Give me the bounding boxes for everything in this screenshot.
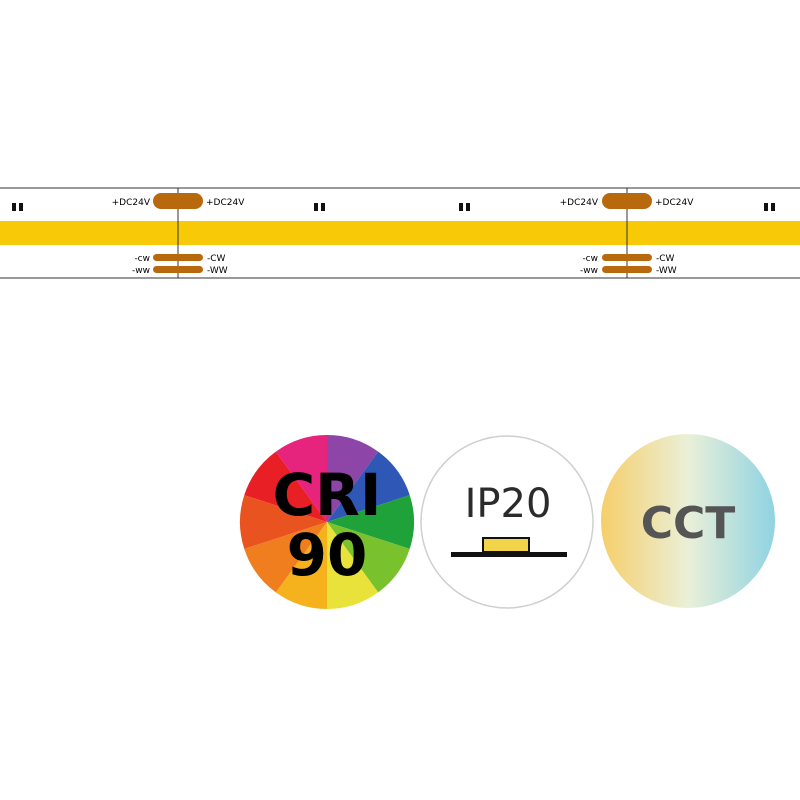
ww-label: -ww (132, 266, 150, 276)
cw-pad (602, 254, 652, 261)
rainbow-wedge (327, 522, 379, 609)
strip-base-icon (451, 552, 567, 557)
cct-label: CCT (641, 498, 736, 549)
ww-pad (602, 266, 652, 273)
cri-label: CRI (273, 461, 382, 529)
ww-pad (153, 266, 203, 273)
cri-badge: CRI 90 (240, 435, 414, 609)
cri-value: 90 (287, 521, 368, 589)
cob-led-band (0, 221, 800, 245)
cw-label: -cw (134, 254, 150, 264)
cw-label: -CW (656, 254, 675, 264)
power-pad (602, 193, 652, 209)
resistor-chip (12, 203, 23, 211)
resistor-chip (459, 203, 470, 211)
ww-label: -WW (207, 266, 228, 276)
ww-label: -WW (656, 266, 677, 276)
rainbow-wedge (327, 451, 410, 522)
power-pad (153, 193, 203, 209)
rainbow-wheel-icon (240, 435, 414, 609)
power-label: +DC24V (560, 198, 599, 208)
power-label: +DC24V (206, 198, 245, 208)
power-label: +DC24V (655, 198, 694, 208)
resistor-chip (314, 203, 325, 211)
rainbow-wedge (244, 522, 327, 593)
rainbow-wedge (327, 522, 410, 593)
ip-badge-circle (420, 435, 594, 609)
rainbow-wedge (240, 495, 327, 549)
ip-rating-badge: IP20 (420, 435, 594, 609)
led-chip-icon (482, 537, 530, 553)
ww-label: -ww (580, 266, 598, 276)
cw-label: -CW (207, 254, 226, 264)
ip-rating-label: IP20 (465, 481, 552, 527)
rainbow-wedge (327, 435, 379, 522)
power-label: +DC24V (112, 198, 151, 208)
led-strip: +DC24V +DC24V -cw -ww -CW -WW +DC24V +DC… (0, 187, 800, 279)
rainbow-wedge (327, 495, 414, 549)
rainbow-wedge (275, 522, 327, 609)
rainbow-wedge (275, 435, 327, 522)
resistor-chip (764, 203, 775, 211)
cw-pad (153, 254, 203, 261)
cct-badge: CCT (601, 434, 775, 608)
cw-label: -cw (582, 254, 598, 264)
cct-gradient-circle (601, 434, 775, 608)
rainbow-wedge (244, 451, 327, 522)
